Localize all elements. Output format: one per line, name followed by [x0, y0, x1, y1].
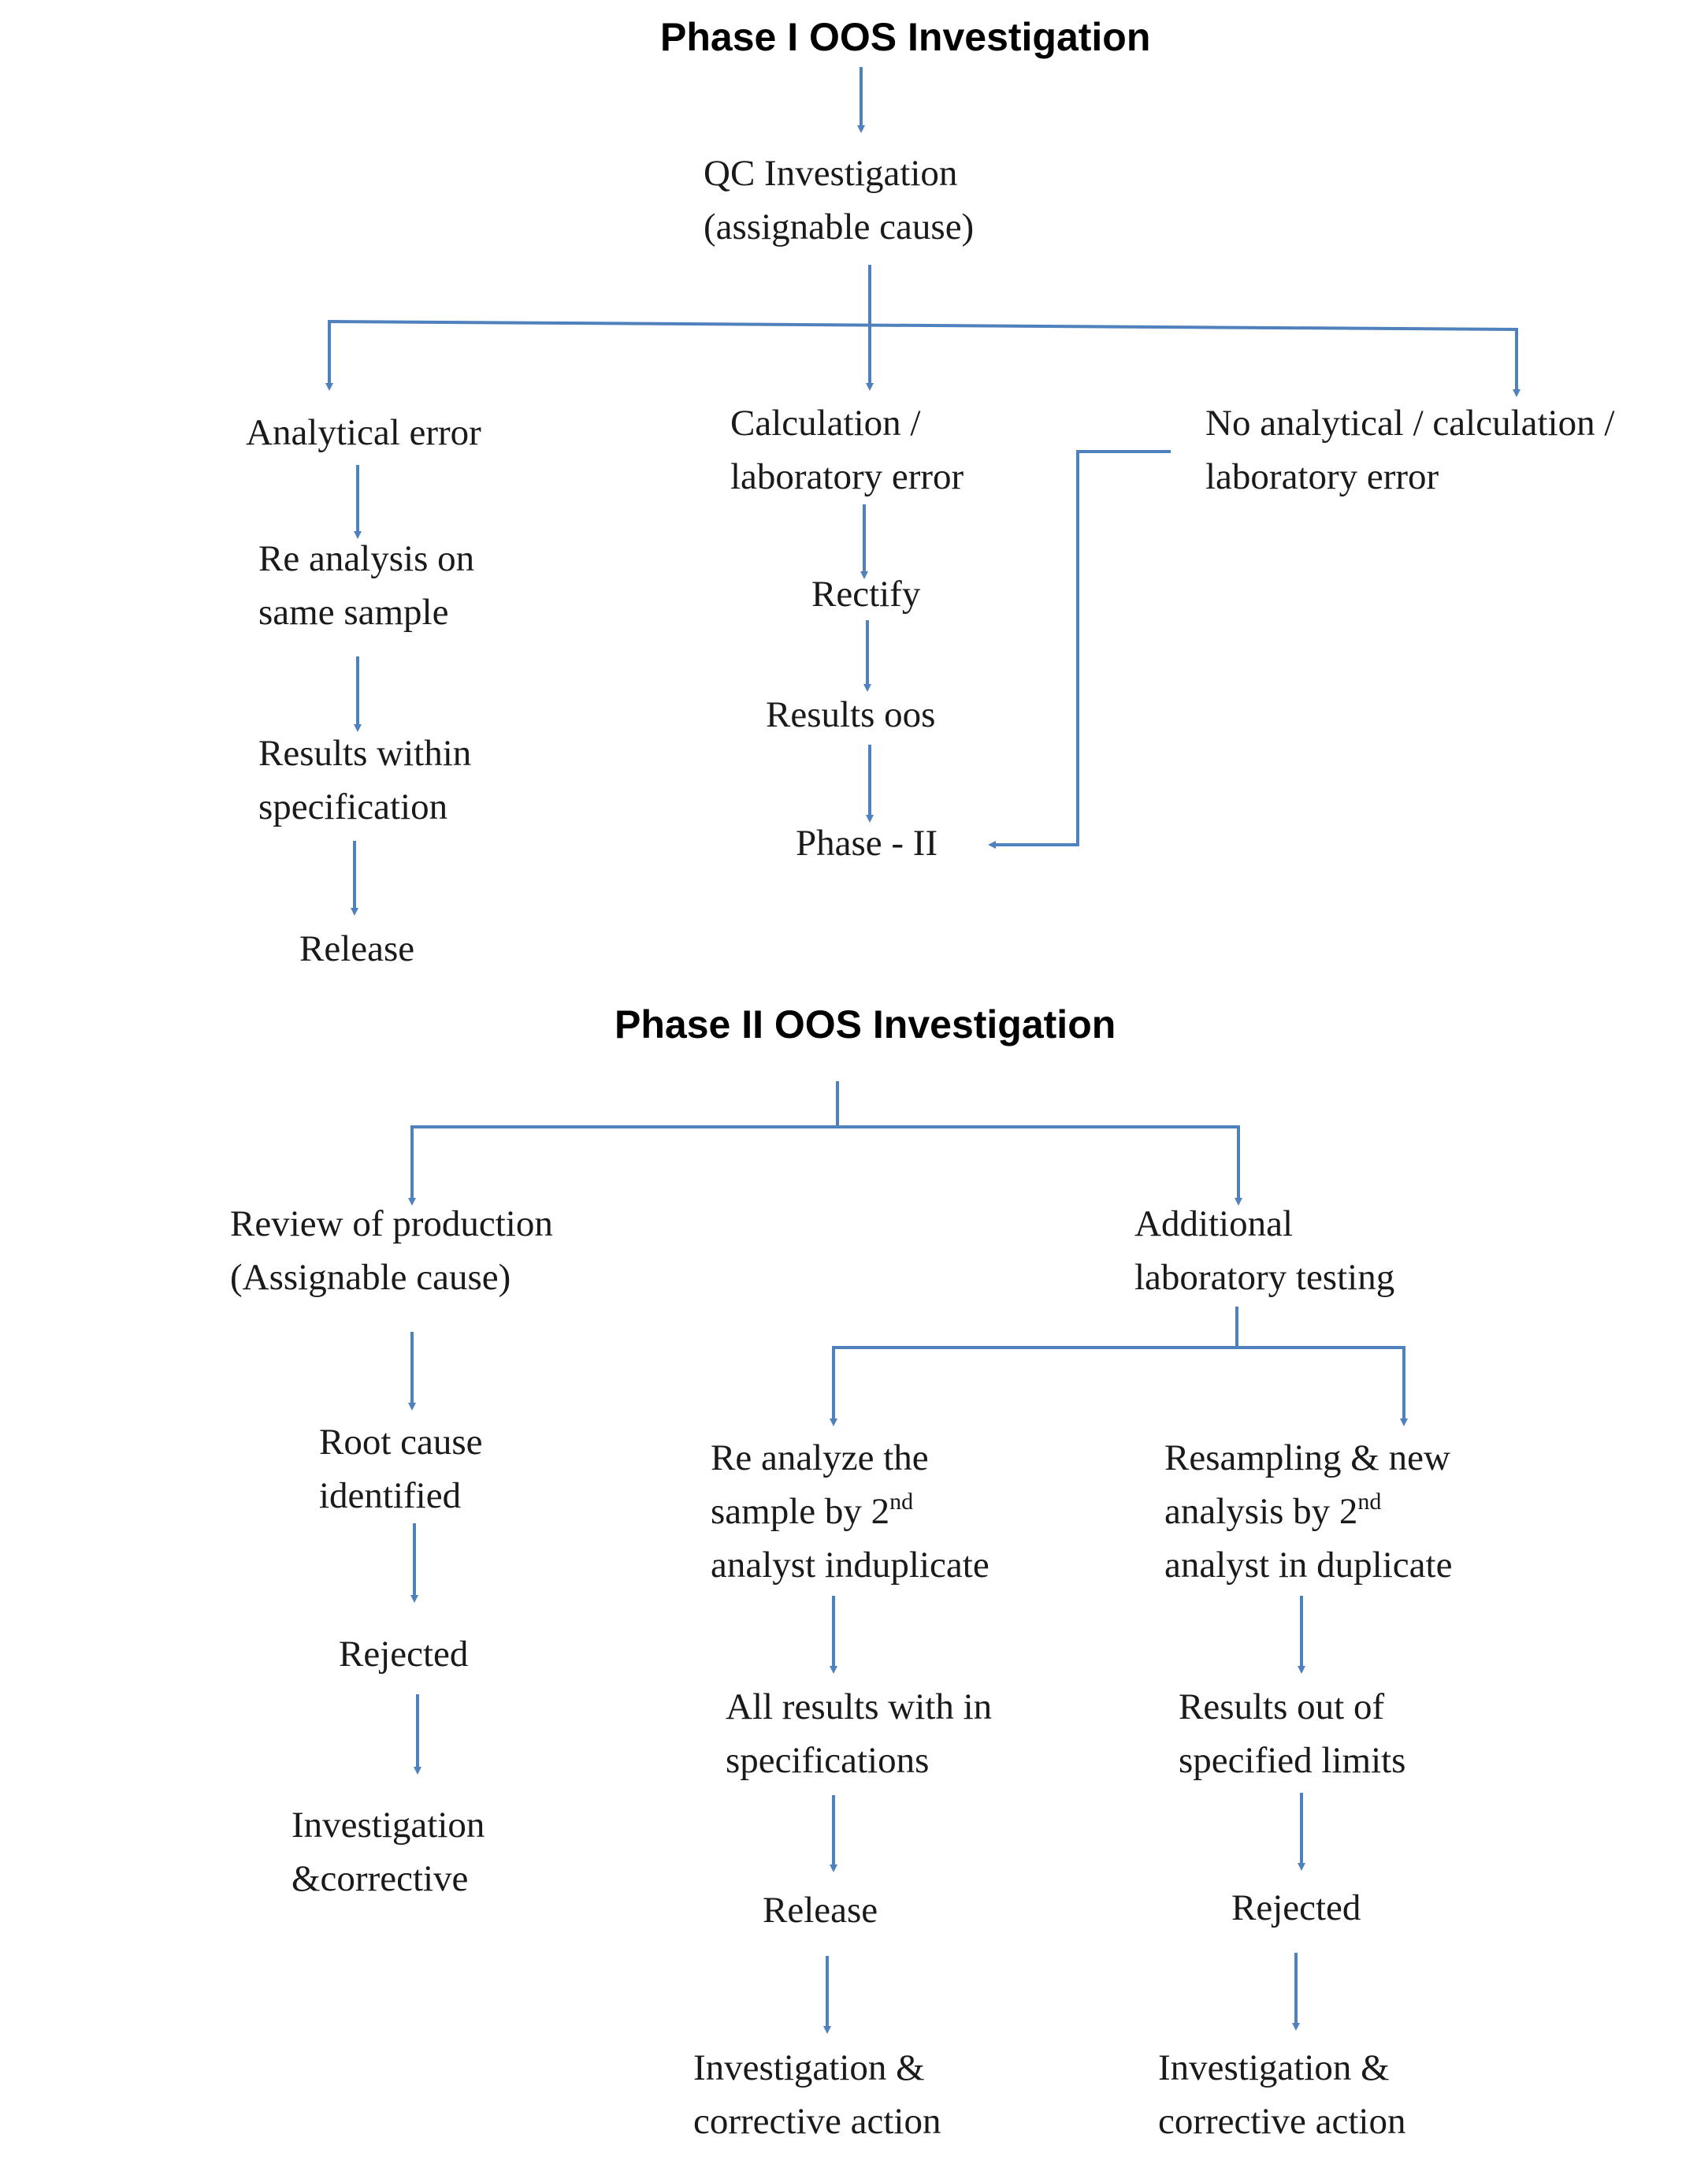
analytical-error-node: Analytical error — [246, 412, 481, 453]
results-out-line1: Results out of — [1179, 1686, 1385, 1727]
resampling-line1: Resampling & new — [1164, 1437, 1450, 1478]
no-error-line2: laboratory error — [1205, 456, 1439, 497]
investigation-action-right-node: Investigation & corrective action — [1158, 2041, 1405, 2148]
inv-right-line2: corrective action — [1158, 2101, 1406, 2142]
resampling-line3: analyst in duplicate — [1164, 1545, 1453, 1586]
no-error-line1: No analytical / calculation / — [1205, 403, 1615, 444]
results-within-node: Results within specification — [258, 727, 471, 834]
release-node: Release — [299, 928, 415, 969]
resampling-line2-text: analysis by 2 — [1164, 1491, 1358, 1532]
phase2-node: Phase - II — [796, 823, 938, 864]
release-left-node: Release — [763, 1890, 878, 1931]
inv-right-line1: Investigation & — [1158, 2047, 1390, 2088]
all-results-line2: specifications — [726, 1740, 930, 1781]
calc-error-node: Calculation / laboratory error — [730, 396, 964, 504]
reanalysis-node: Re analysis on same sample — [258, 532, 474, 639]
branch-phase1 — [328, 319, 1518, 390]
reanalysis-line2: same sample — [258, 592, 449, 633]
inv-corrective-line1: Investigation — [291, 1805, 485, 1846]
additional-line2: laboratory testing — [1134, 1257, 1395, 1298]
resampling-node: Resampling & new analysis by 2nd analyst… — [1164, 1431, 1452, 1592]
review-line1: Review of production — [230, 1203, 553, 1244]
branch-phase2 — [410, 1125, 1240, 1198]
resampling-line2: analysis by 2nd — [1164, 1485, 1452, 1538]
reanalyze-line1: Re analyze the — [711, 1437, 929, 1478]
reanalysis-line1: Re analysis on — [258, 538, 475, 579]
review-node: Review of production (Assignable cause) — [230, 1197, 553, 1304]
review-line2: (Assignable cause) — [230, 1257, 511, 1298]
inv-left-line1: Investigation & — [693, 2047, 925, 2088]
reanalyze-line2-text: sample by 2 — [711, 1491, 890, 1532]
reanalyze-line2: sample by 2nd — [711, 1485, 990, 1538]
investigation-action-left-node: Investigation & corrective action — [693, 2041, 941, 2148]
phase2-title: Phase II OOS Investigation — [615, 1002, 1116, 1047]
calc-error-line1: Calculation / — [730, 403, 921, 444]
results-out-node: Results out of specified limits — [1179, 1680, 1405, 1787]
root-cause-line1: Root cause — [319, 1422, 483, 1463]
qc-line2: (assignable cause) — [704, 206, 975, 247]
qc-line1: QC Investigation — [704, 153, 958, 194]
calc-error-line2: laboratory error — [730, 456, 964, 497]
inv-corrective-line2: &corrective — [291, 1858, 469, 1899]
rejected-left-node: Rejected — [339, 1634, 469, 1675]
all-results-node: All results with in specifications — [726, 1680, 992, 1787]
results-oos-node: Results oos — [766, 694, 936, 735]
inv-left-line2: corrective action — [693, 2101, 941, 2142]
reanalyze-line3: analyst induplicate — [711, 1545, 990, 1586]
branch-additional — [832, 1346, 1405, 1422]
rejected-right-node: Rejected — [1231, 1887, 1361, 1928]
qc-investigation-node: QC Investigation (assignable cause) — [704, 147, 974, 254]
no-error-node: No analytical / calculation / laboratory… — [1205, 396, 1614, 504]
reanalyze-superscript: nd — [889, 1489, 914, 1515]
additional-testing-node: Additional laboratory testing — [1134, 1197, 1394, 1304]
root-cause-node: Root cause identified — [319, 1415, 483, 1522]
all-results-line1: All results with in — [726, 1686, 993, 1727]
rectify-node: Rectify — [811, 574, 921, 615]
reanalyze-node: Re analyze the sample by 2nd analyst ind… — [711, 1431, 990, 1592]
root-cause-line2: identified — [319, 1475, 462, 1516]
arrow-no-error-to-phase2 — [988, 450, 1171, 849]
results-within-line2: specification — [258, 786, 448, 827]
results-out-line2: specified limits — [1179, 1740, 1406, 1781]
investigation-corrective-left-node: Investigation &corrective — [291, 1798, 485, 1905]
results-within-line1: Results within — [258, 733, 472, 774]
phase1-title: Phase I OOS Investigation — [660, 15, 1151, 59]
resampling-superscript: nd — [1357, 1489, 1382, 1515]
additional-line1: Additional — [1134, 1203, 1294, 1244]
